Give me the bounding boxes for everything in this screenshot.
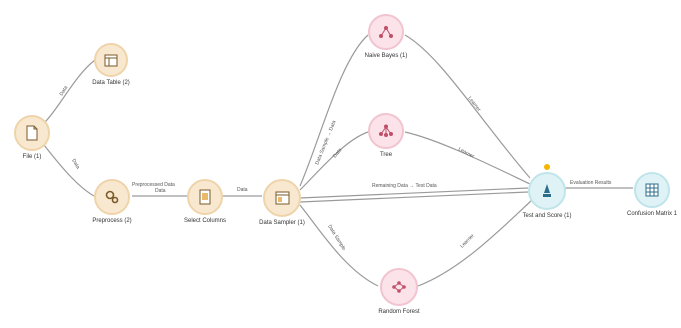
link-label-sampler-naive-bayes: Data Sample → Data: [314, 119, 337, 165]
link-sampler-test-2: [299, 191, 529, 203]
columns-icon: [199, 189, 211, 205]
node-random-forest[interactable]: Random Forest: [378, 268, 420, 315]
link-label-file-data-table: Data: [59, 85, 70, 97]
node-data-table-label: Data Table (2): [92, 80, 130, 86]
matrix-icon: [645, 183, 659, 197]
link-naive-bayes-test: [404, 34, 531, 179]
node-tree-circle[interactable]: [368, 113, 404, 149]
link-file-data-table: [43, 59, 96, 124]
node-select-columns-circle[interactable]: [187, 179, 223, 215]
link-label-sampler-tree: Data: [332, 147, 344, 159]
node-data-sampler[interactable]: Data Sampler (1): [259, 179, 305, 226]
node-test-and-score[interactable]: Test and Score (1): [522, 164, 572, 219]
node-preprocess-circle[interactable]: [94, 179, 130, 215]
link-label-file-preprocess: Data: [70, 158, 81, 170]
node-tree[interactable]: Tree: [368, 113, 404, 158]
link-label-select-sampler: Data: [237, 187, 248, 193]
link-sampler-forest: [299, 204, 379, 287]
link-label-forest-test: Learner: [459, 233, 476, 250]
link-label-sampler-forest: Data Sample: [326, 224, 347, 252]
forest-icon: [391, 280, 407, 294]
node-preprocess[interactable]: Preprocess (2): [92, 179, 132, 224]
preprocess-icon: [104, 189, 120, 205]
link-label-sampler-test: Remaining Data → Test Data: [372, 183, 437, 189]
node-select-columns-label: Select Columns: [183, 218, 227, 224]
node-tree-label: Tree: [379, 152, 393, 158]
link-label-test-matrix: Evaluation Results: [570, 180, 612, 186]
node-file-label: File (1): [22, 154, 42, 160]
node-file-circle[interactable]: [14, 115, 50, 151]
node-data-sampler-circle[interactable]: [263, 179, 301, 217]
node-confusion-matrix-label: Confusion Matrix 1: [626, 211, 678, 217]
tree-icon: [378, 124, 394, 138]
warning-icon: [544, 164, 550, 170]
link-sampler-tree: [299, 131, 369, 191]
link-sampler-naive-bayes: [299, 34, 369, 187]
link-label-preprocess-select-2: Data: [155, 188, 166, 194]
node-file[interactable]: File (1): [14, 115, 50, 160]
node-data-sampler-label: Data Sampler (1): [259, 220, 305, 226]
node-confusion-matrix[interactable]: Confusion Matrix 1: [627, 172, 677, 217]
link-sampler-test-1: [299, 187, 529, 199]
node-data-table[interactable]: Data Table (2): [92, 43, 130, 86]
node-naive-bayes-circle[interactable]: [368, 14, 404, 50]
node-preprocess-label: Preprocess (2): [92, 218, 132, 224]
link-label-naive-bayes-test: Learner: [466, 96, 482, 114]
node-naive-bayes[interactable]: Naive Bayes (1): [365, 14, 407, 59]
test-score-icon: [540, 183, 554, 199]
naive-bayes-icon: [378, 25, 394, 39]
node-confusion-matrix-circle[interactable]: [634, 172, 670, 208]
node-random-forest-circle[interactable]: [380, 268, 418, 306]
node-data-table-circle[interactable]: [94, 43, 128, 77]
link-label-preprocess-select: Preprocessed Data: [132, 182, 175, 188]
link-tree-test: [404, 131, 531, 185]
link-label-tree-test: Learner: [457, 146, 475, 160]
file-icon: [25, 125, 39, 141]
node-random-forest-label: Random Forest: [378, 309, 420, 315]
node-test-and-score-circle[interactable]: [528, 172, 566, 210]
node-select-columns[interactable]: Select Columns: [184, 179, 226, 224]
node-test-and-score-label: Test and Score (1): [522, 213, 572, 219]
table-icon: [104, 54, 118, 67]
node-naive-bayes-label: Naive Bayes (1): [364, 53, 408, 59]
link-forest-test: [417, 199, 533, 287]
link-file-preprocess: [43, 144, 95, 197]
sampler-icon: [275, 191, 290, 205]
